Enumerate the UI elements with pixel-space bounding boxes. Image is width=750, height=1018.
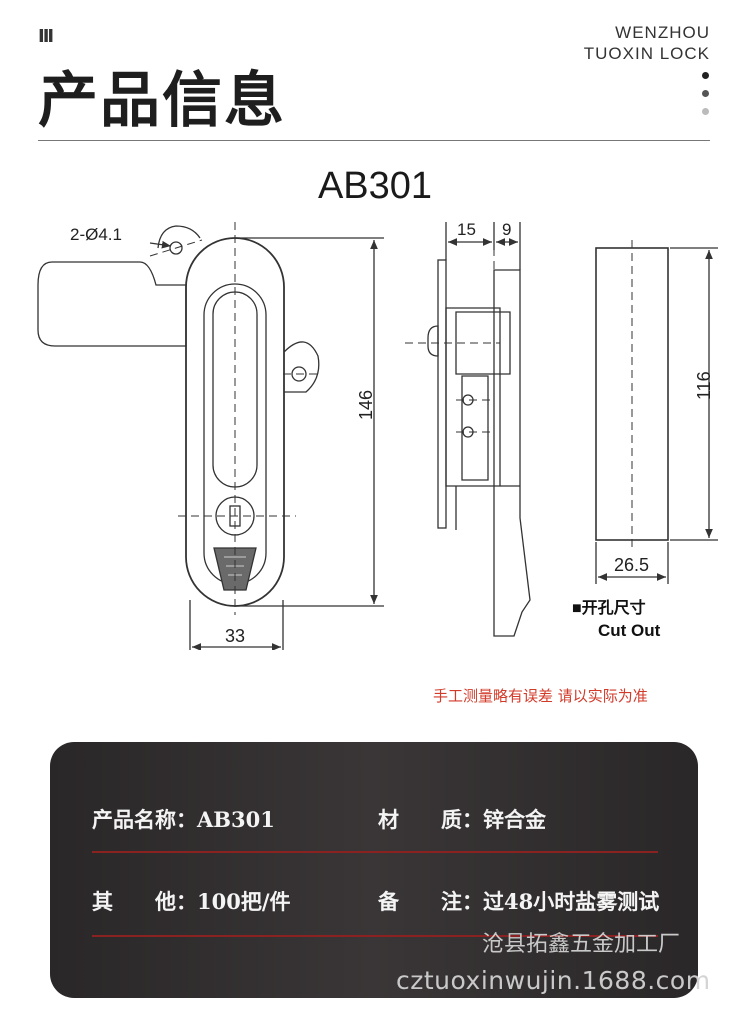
spec-name-value: AB301: [197, 807, 275, 832]
brand-name: WENZHOU TUOXIN LOCK: [584, 22, 710, 64]
spec-remark-label: 备 注：: [378, 889, 483, 914]
spec-other: 其 他：100把/件: [92, 886, 291, 916]
height-dimension-label: 146: [356, 390, 376, 420]
spec-material-value: 锌合金: [483, 807, 546, 832]
spec-material: 材 质：锌合金: [378, 804, 546, 834]
spec-material-label: 材 质：: [378, 807, 483, 832]
technical-drawing: 2-Ø4.1 146 33 15 9: [37, 220, 718, 650]
brand-mark: ΙΙΙ: [38, 26, 54, 47]
dot-1: [702, 72, 709, 79]
spec-remark: 备 注：过48小时盐雾测试: [378, 886, 659, 916]
spec-other-label: 其 他：: [92, 889, 197, 914]
brand-line-2: TUOXIN LOCK: [583, 44, 710, 63]
spec-other-value: 100把/件: [197, 889, 291, 914]
hole-diameter-label: 2-Ø4.1: [70, 225, 122, 244]
spec-divider-2: [92, 935, 658, 937]
side-view: 15 9: [405, 220, 531, 637]
header-divider: [38, 140, 710, 141]
dot-3: [702, 108, 709, 115]
spec-name-label: 产品名称：: [92, 807, 197, 832]
brand-line-1: WENZHOU: [615, 23, 710, 42]
cutout-height-label: 116: [694, 371, 714, 400]
side-dimension-2-label: 9: [502, 220, 511, 239]
page-title: 产品信息: [38, 66, 286, 136]
spec-panel: [50, 742, 698, 998]
width-dimension-label: 33: [225, 626, 245, 646]
side-dimension-1-label: 15: [457, 220, 476, 239]
cutout-width-label: 26.5: [614, 555, 649, 575]
spec-divider-1: [92, 851, 658, 853]
spec-remark-value: 过48小时盐雾测试: [483, 889, 660, 914]
spec-name: 产品名称：AB301: [92, 804, 275, 834]
front-view: 2-Ø4.1 146 33: [37, 222, 384, 650]
watermark-company: 沧县拓鑫五金加工厂: [482, 932, 681, 957]
decorative-dots: [700, 72, 712, 126]
watermark-url: cztuoxinwujin.1688.com: [396, 966, 711, 995]
dot-2: [702, 90, 709, 97]
cutout-view: 116 26.5 ■开孔尺寸 Cut Out: [572, 240, 718, 640]
model-title: AB301: [317, 165, 433, 207]
cutout-caption-cn: ■开孔尺寸: [572, 598, 646, 617]
cutout-caption-en: Cut Out: [598, 621, 661, 640]
measurement-note: 手工测量略有误差 请以实际为准: [433, 687, 648, 705]
